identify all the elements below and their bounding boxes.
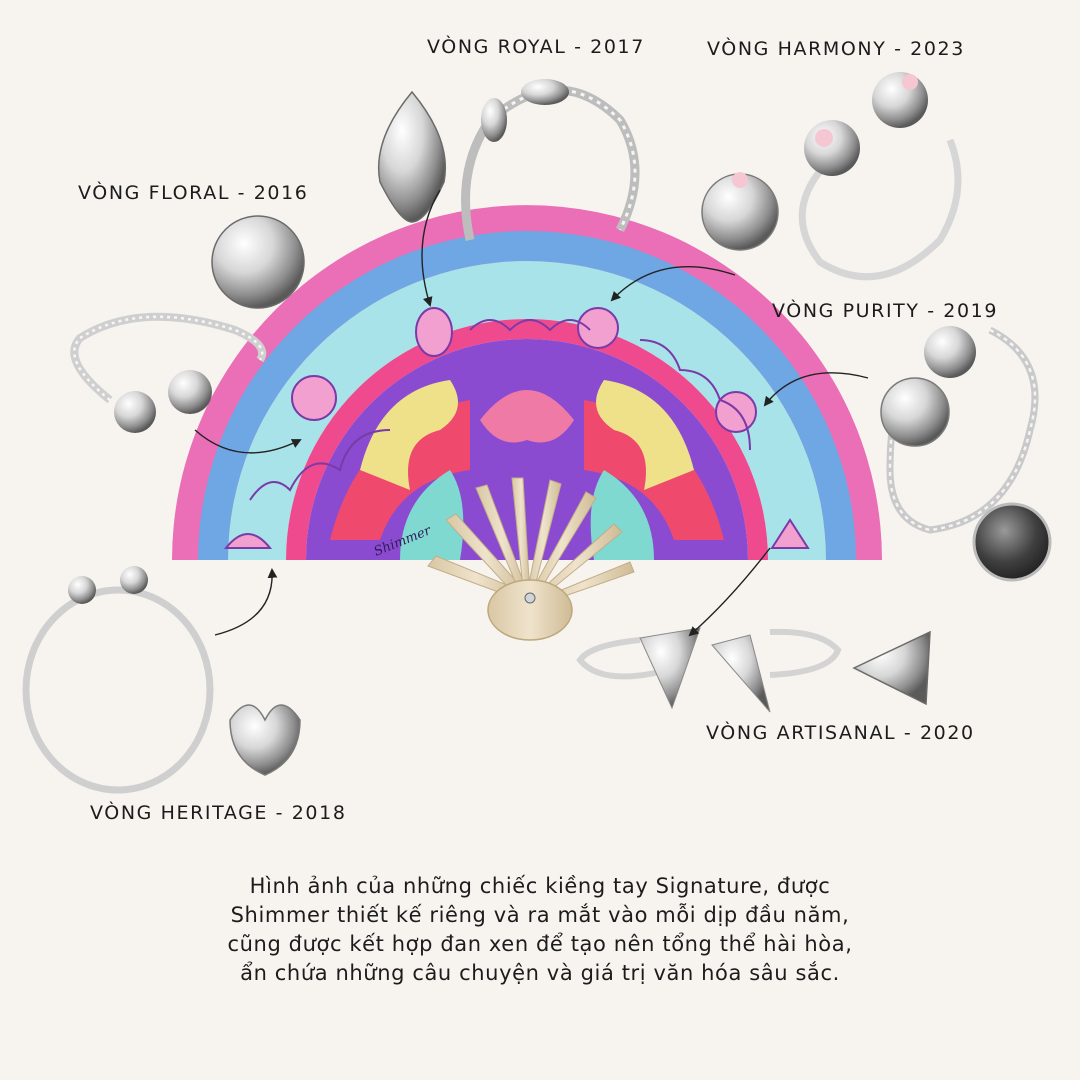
- caption-line: cũng được kết hợp đan xen để tạo nên tổn…: [227, 932, 853, 956]
- arrow-harmony: [610, 265, 736, 302]
- heritage-bangle: [22, 586, 214, 794]
- heritage-bracelet: [22, 566, 301, 794]
- description-caption: Hình ảnh của những chiếc kiềng tay Signa…: [140, 872, 940, 988]
- fan-motif-yellow-right: [596, 380, 694, 490]
- royal-bracelet: [377, 79, 640, 241]
- fan-motif-teal: [400, 470, 464, 560]
- harmony-stone-left: [815, 129, 833, 147]
- purity-dark-charm: [972, 502, 1052, 582]
- purity-bracelet: [880, 326, 1052, 582]
- fan-medallion-right: [715, 391, 757, 433]
- floral-ball-left: [114, 391, 156, 433]
- fan-vine-top: [469, 319, 591, 332]
- royal-charm: [377, 90, 447, 223]
- harmony-bangle: [798, 138, 962, 281]
- fan-motif-lotus: [480, 390, 574, 443]
- harmony-bracelet: [701, 72, 962, 281]
- arrow-royal: [421, 189, 441, 307]
- fan-medallion-fan: [770, 518, 810, 549]
- royal-end-cap: [521, 79, 569, 105]
- floral-bracelet: [70, 215, 305, 433]
- pointer-arrows: [194, 189, 869, 637]
- purity-chain-twist: [888, 328, 1037, 532]
- arrow-purity: [763, 372, 869, 407]
- label-royal: VÒNG ROYAL - 2017: [427, 36, 645, 58]
- fan-motif-yellow: [360, 380, 458, 490]
- caption-line: ẩn chứa những câu chuyện và giá trị văn …: [240, 961, 840, 985]
- label-purity: VÒNG PURITY - 2019: [772, 300, 999, 322]
- artisanal-fan-right: [711, 634, 771, 713]
- harmony-charm-stone: [732, 172, 748, 188]
- fan-vine-left: [249, 429, 391, 501]
- purity-coin-top: [924, 326, 976, 378]
- fan-vine-right: [639, 339, 751, 451]
- purity-coin-lotus: [880, 377, 950, 447]
- caption-line: Hình ảnh của những chiếc kiềng tay Signa…: [249, 874, 831, 898]
- label-floral: VÒNG FLORAL - 2016: [78, 182, 309, 204]
- artisanal-bracelet: [576, 627, 931, 713]
- label-artisanal: VÒNG ARTISANAL - 2020: [706, 722, 975, 744]
- heritage-bud-left: [68, 576, 96, 604]
- harmony-bead-left: [804, 120, 860, 176]
- caption-line: Shimmer thiết kế riêng và ra mắt vào mỗi…: [230, 903, 850, 927]
- heritage-lotus-charm: [229, 704, 301, 776]
- fan-medallion-vase: [415, 307, 453, 357]
- royal-end-cap-left: [481, 98, 507, 142]
- floral-bangle-twist: [73, 315, 264, 401]
- fan-rivet: [524, 592, 536, 604]
- artisanal-bangle: [576, 628, 842, 680]
- arrow-artisanal: [688, 547, 771, 637]
- harmony-bead-right: [872, 72, 928, 128]
- arrow-floral: [194, 429, 302, 454]
- harmony-stone-right: [902, 74, 918, 90]
- label-heritage: VÒNG HERITAGE - 2018: [90, 802, 347, 824]
- floral-charm: [211, 215, 305, 309]
- fan-handle: [487, 579, 573, 641]
- heritage-bud-right: [120, 566, 148, 594]
- artisanal-charm: [852, 630, 931, 706]
- fan-aqua-band: [228, 261, 826, 560]
- floral-ball-right: [168, 370, 212, 414]
- label-harmony: VÒNG HARMONY - 2023: [707, 38, 965, 60]
- fan-medallion-lotus: [223, 533, 273, 549]
- arrow-heritage: [214, 568, 278, 636]
- artisanal-fan-left: [639, 627, 701, 710]
- painted-fan: Shimmer: [172, 205, 882, 641]
- fan-medallion-left: [291, 375, 337, 421]
- fan-medallion-center: [577, 307, 619, 349]
